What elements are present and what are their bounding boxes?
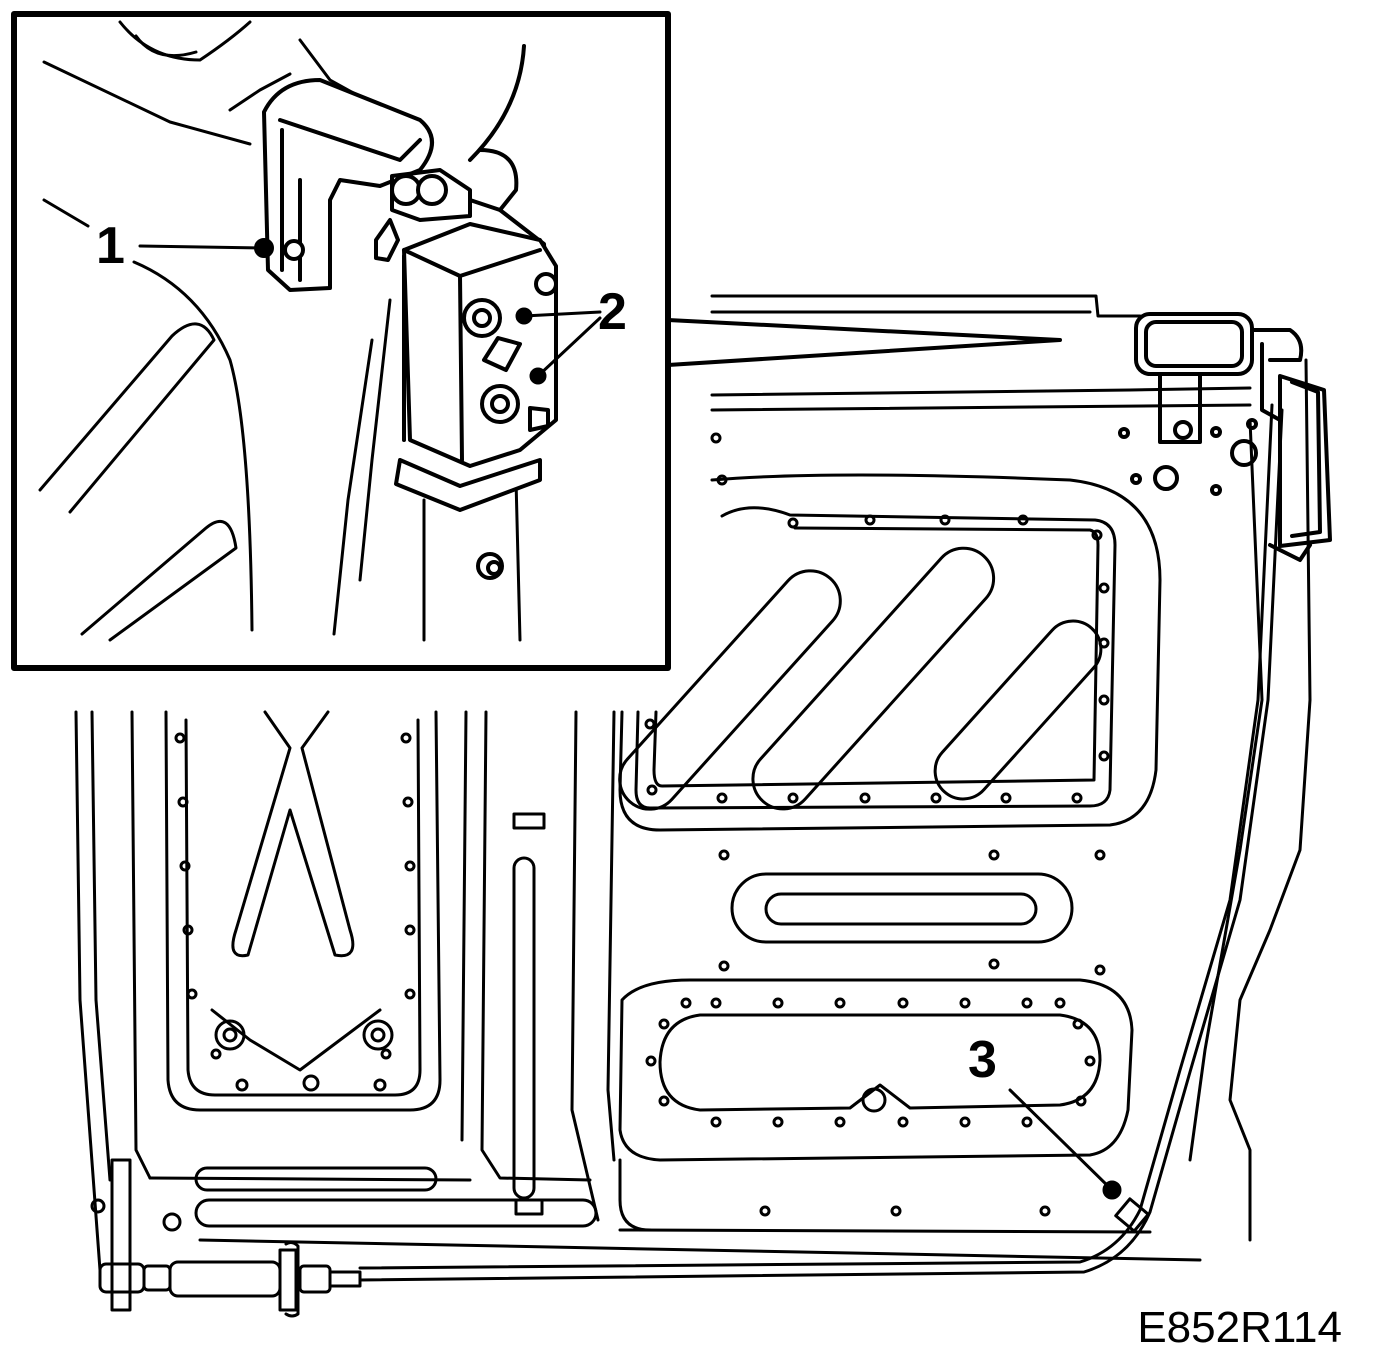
interior-handle-rod: [90, 1158, 362, 1318]
door-lock-housing: [1118, 312, 1332, 562]
inset-detail-drawing: [38, 20, 602, 642]
lower-window-frame: [618, 978, 1134, 1217]
figure-code: E852R114: [1137, 1303, 1342, 1352]
release-cable: [358, 403, 1284, 1282]
left-brace-frame: [164, 710, 442, 1112]
zoom-pointer: [666, 318, 1062, 367]
callout-2-label: 2: [598, 283, 627, 341]
door-inner-panel: [74, 294, 1312, 1272]
callout-3-label: 3: [968, 1031, 997, 1089]
callout-1-label: 1: [96, 217, 125, 275]
callout-3-leader: [1008, 1088, 1122, 1200]
middle-slot: [718, 849, 1106, 976]
upper-window-frame: [618, 432, 1162, 832]
centre-slots: [162, 812, 598, 1232]
